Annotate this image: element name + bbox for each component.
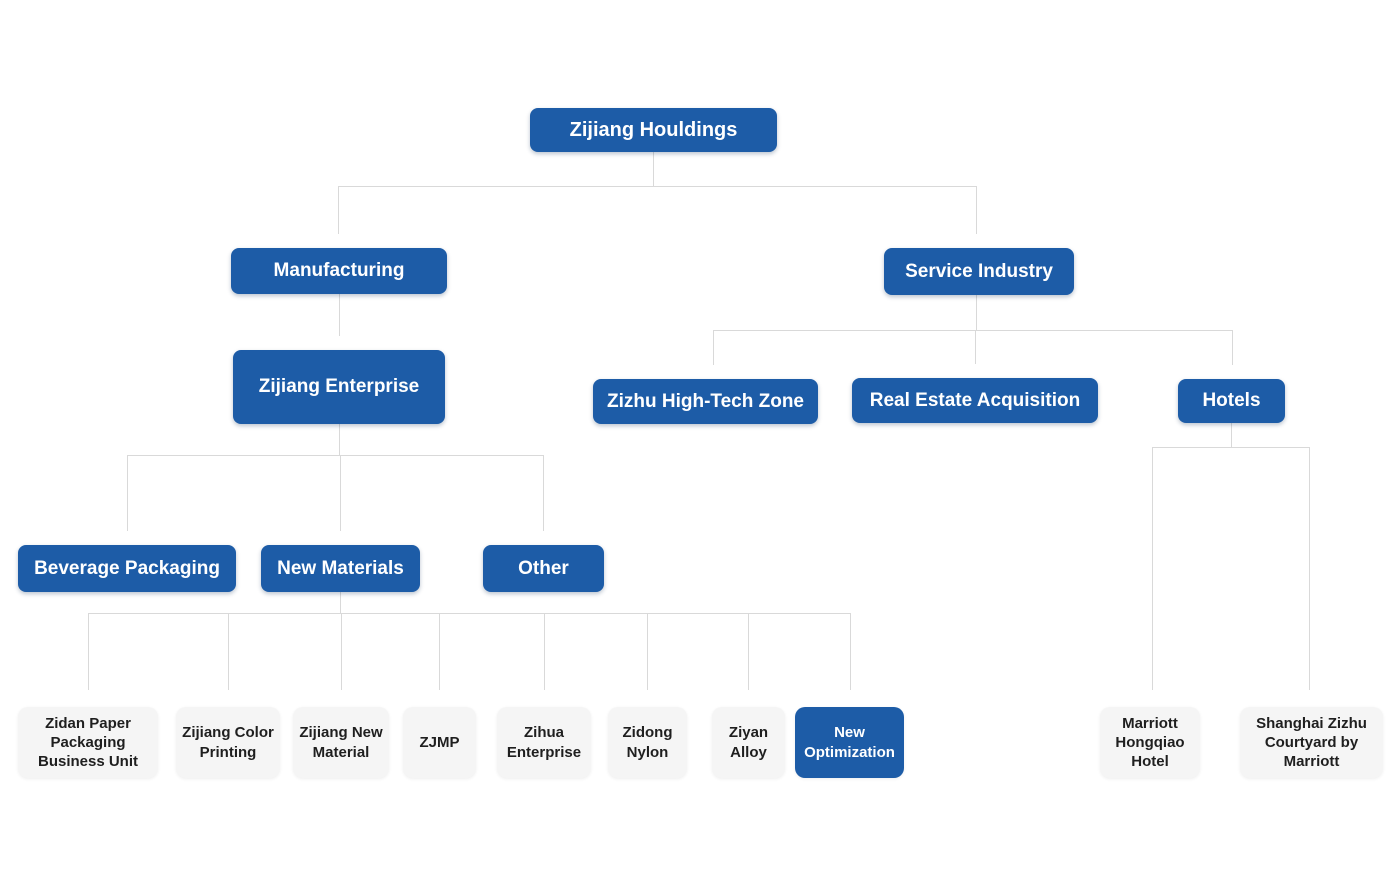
node-zijiang-houldings: Zijiang Houldings bbox=[530, 108, 777, 152]
node-zizhu-high-tech-zone: Zizhu High-Tech Zone bbox=[593, 379, 818, 424]
node-label: Service Industry bbox=[905, 260, 1053, 282]
node-label: ZJMP bbox=[419, 733, 460, 751]
node-label: Zizhu High-Tech Zone bbox=[606, 390, 804, 412]
node-manufacturing: Manufacturing bbox=[231, 248, 447, 294]
node-other: Other bbox=[483, 545, 604, 592]
node-label: Real Estate Acquisition bbox=[869, 389, 1081, 411]
connector-line bbox=[975, 330, 976, 364]
node-zijiang-color-printing: Zijiang Color Printing bbox=[176, 707, 280, 778]
connector-line bbox=[1152, 447, 1309, 448]
node-label: New Optimization bbox=[804, 724, 895, 761]
node-new-materials: New Materials bbox=[261, 545, 420, 592]
connector-line bbox=[127, 455, 544, 456]
connector-line bbox=[544, 613, 545, 690]
connector-line bbox=[647, 613, 648, 690]
node-zidan-paper-packaging-business-unit: Zidan Paper Packaging Business Unit bbox=[18, 707, 158, 778]
node-zihua-enterprise: Zihua Enterprise bbox=[497, 707, 591, 778]
node-shanghai-zizhu-courtyard-by-marriott: Shanghai Zizhu Courtyard by Marriott bbox=[1240, 707, 1383, 778]
node-label: Beverage Packaging bbox=[34, 557, 220, 579]
node-label: Hotels bbox=[1202, 390, 1261, 411]
connector-line bbox=[1309, 447, 1310, 690]
node-service-industry: Service Industry bbox=[884, 248, 1074, 295]
node-marriott-hongqiao-hotel: Marriott Hongqiao Hotel bbox=[1100, 707, 1200, 778]
node-label: New Materials bbox=[277, 557, 404, 579]
node-new-optimization: New Optimization bbox=[795, 707, 904, 778]
node-beverage-packaging: Beverage Packaging bbox=[18, 545, 236, 592]
connector-line bbox=[439, 613, 440, 690]
node-ziyan-alloy: Ziyan Alloy bbox=[712, 707, 785, 778]
node-label: Manufacturing bbox=[273, 260, 405, 281]
node-label: Zijiang New Material bbox=[299, 724, 383, 761]
node-zidong-nylon: Zidong Nylon bbox=[608, 707, 687, 778]
node-label: Shanghai Zizhu Courtyard by Marriott bbox=[1256, 714, 1367, 771]
connector-line bbox=[1232, 330, 1233, 365]
node-label: Marriott Hongqiao Hotel bbox=[1115, 714, 1185, 771]
connector-line bbox=[339, 294, 340, 336]
node-hotels: Hotels bbox=[1178, 379, 1285, 423]
node-label: Zijiang Houldings bbox=[569, 118, 738, 141]
node-zjmp: ZJMP bbox=[403, 707, 476, 778]
node-label: Zidan Paper Packaging Business Unit bbox=[37, 714, 139, 771]
node-label: Ziyan Alloy bbox=[728, 724, 769, 761]
node-zijiang-new-material: Zijiang New Material bbox=[293, 707, 389, 778]
connector-line bbox=[88, 613, 89, 690]
connector-line bbox=[338, 186, 976, 187]
connector-line bbox=[976, 295, 977, 330]
connector-line bbox=[338, 186, 339, 234]
node-label: Zijiang Enterprise bbox=[258, 376, 420, 397]
connector-line bbox=[713, 330, 1232, 331]
connector-line bbox=[340, 592, 341, 613]
connector-line bbox=[340, 455, 341, 531]
connector-line bbox=[1231, 423, 1232, 447]
node-label: Other bbox=[518, 557, 569, 579]
connector-line bbox=[543, 455, 544, 531]
node-label: Zihua Enterprise bbox=[506, 724, 582, 761]
connector-line bbox=[341, 613, 342, 690]
node-label: Zidong Nylon bbox=[622, 724, 673, 761]
node-real-estate-acquisition: Real Estate Acquisition bbox=[852, 378, 1098, 423]
connector-line bbox=[653, 152, 654, 186]
connector-line bbox=[713, 330, 714, 365]
connector-line bbox=[748, 613, 749, 690]
connector-line bbox=[850, 613, 851, 690]
connector-line bbox=[127, 455, 128, 531]
connector-line bbox=[1152, 447, 1153, 690]
connector-line bbox=[228, 613, 229, 690]
connector-line bbox=[88, 613, 850, 614]
node-zijiang-enterprise: Zijiang Enterprise bbox=[233, 350, 445, 424]
connector-line bbox=[976, 186, 977, 234]
connector-line bbox=[339, 424, 340, 455]
node-label: Zijiang Color Printing bbox=[182, 724, 274, 761]
